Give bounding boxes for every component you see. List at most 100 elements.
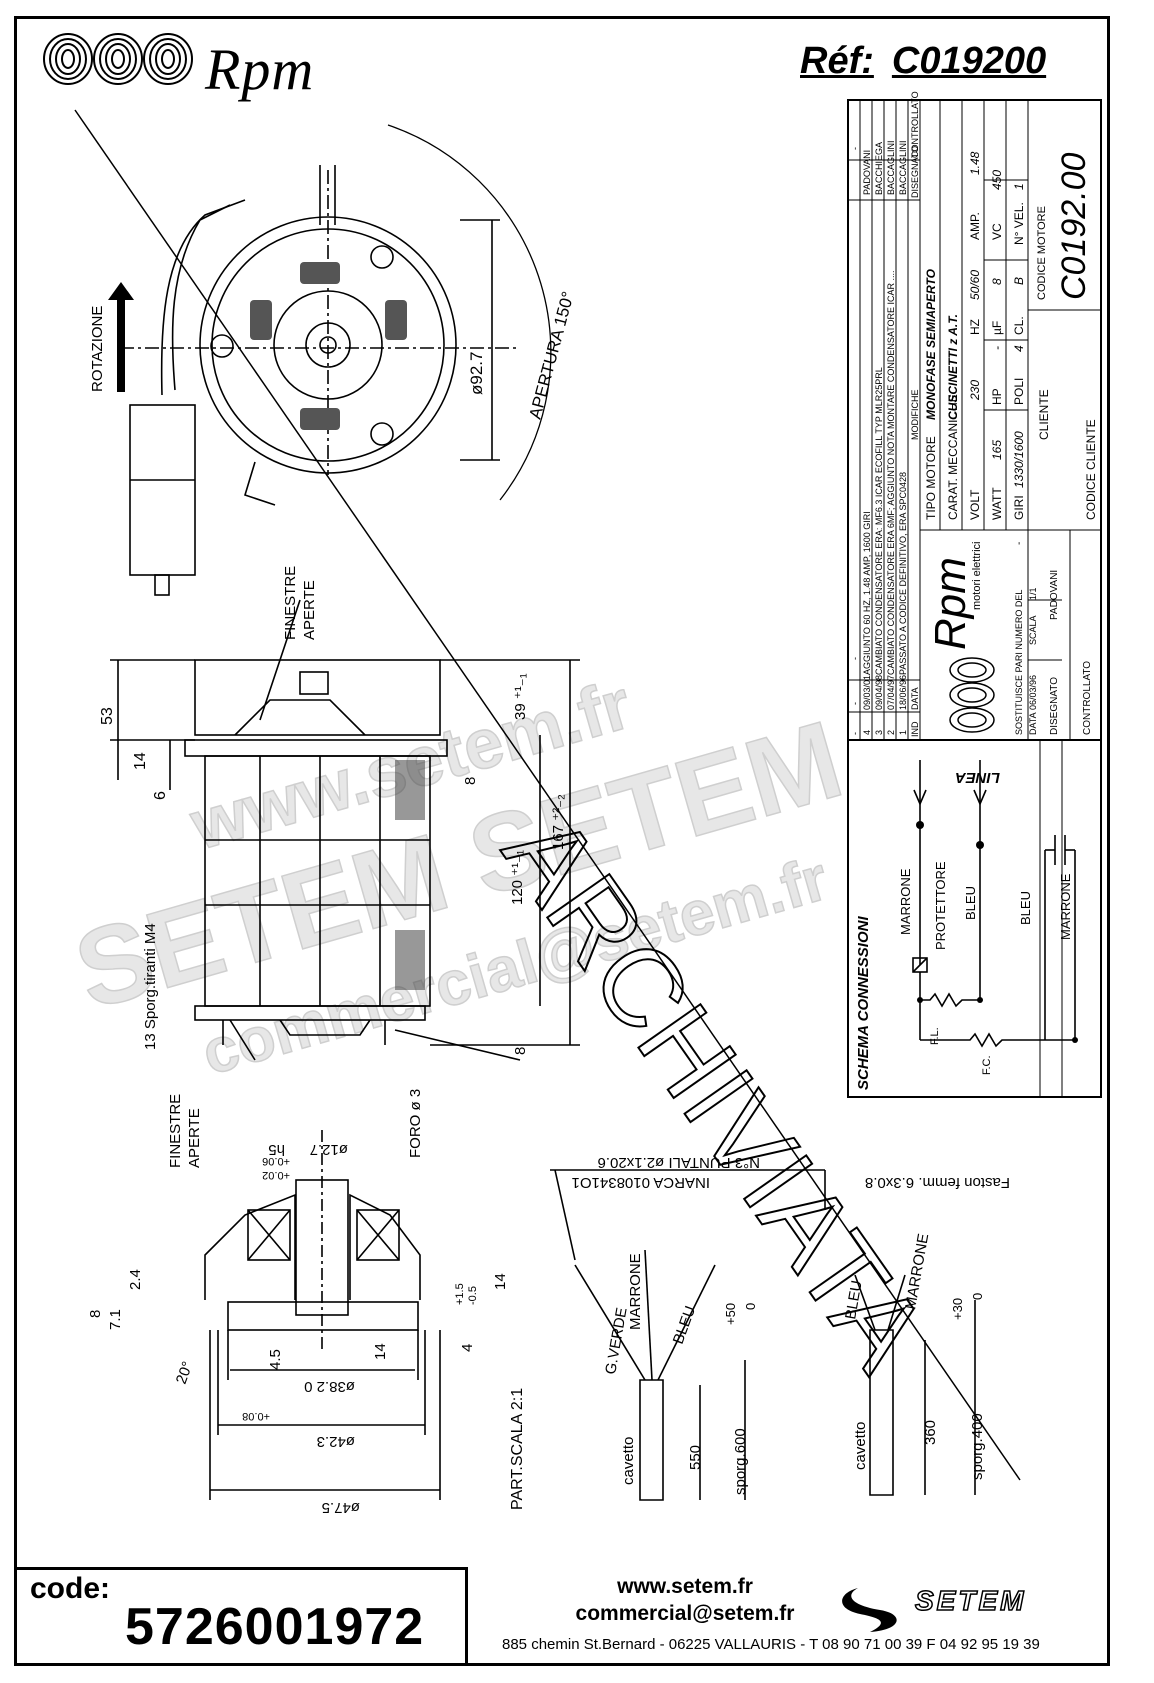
dim-d38-2: ø38.2 0 bbox=[304, 1378, 355, 1395]
dim-167: 167 ⁺²₋₂ bbox=[550, 794, 567, 850]
schema-bleu-1: BLEU bbox=[963, 886, 978, 920]
dim-7-1: 7.1 bbox=[107, 1309, 124, 1330]
title-coil-logo bbox=[949, 657, 995, 733]
rev-3-ind: 3 bbox=[874, 730, 884, 735]
signer-1: PADOVANI bbox=[862, 150, 872, 195]
spec-giri-value: 1330/1600 bbox=[1012, 431, 1026, 488]
reference-number: Réf:C019200 bbox=[800, 40, 1046, 83]
rev-4-date: 09/03/01 bbox=[862, 675, 872, 710]
aperture-label: APERTURA 150° bbox=[526, 289, 578, 421]
rev-header-date: DATA bbox=[910, 687, 920, 710]
spec-cl-value: B bbox=[1012, 277, 1026, 285]
rpm-coil-logo bbox=[43, 33, 193, 85]
schema-title: SCHEMA CONNESSIONI bbox=[855, 916, 872, 1090]
data-label: DATA bbox=[1028, 712, 1038, 735]
motor-front-view bbox=[120, 124, 552, 596]
data-value: 06/03/96 bbox=[1028, 675, 1038, 710]
dim-14-inner: 14 bbox=[372, 1343, 389, 1360]
disegnato-value: PADOVANI bbox=[1049, 570, 1060, 620]
schema-bleu-2: BLEU bbox=[1018, 891, 1033, 925]
dim-2-4: 2.4 bbox=[127, 1269, 144, 1290]
sporg-tiranti-label: 13 Sporg.tiranti M4 bbox=[142, 923, 159, 1050]
sostituisce-label: SOSTITUISCE PARI NUMERO DEL bbox=[1014, 590, 1024, 735]
cavetto-right: cavetto bbox=[852, 1422, 869, 1470]
codice-motore-value: C0192.00 bbox=[1055, 152, 1093, 300]
rev-3-date: 09/04/98 bbox=[874, 675, 884, 710]
spec-watt-value: 165 bbox=[990, 440, 1004, 460]
spec-poli-value: 4 bbox=[1012, 345, 1026, 352]
inarca-label: INARCA 0108341O1 bbox=[572, 1174, 710, 1191]
sporg-400: sporg.400 bbox=[969, 1413, 986, 1480]
title-rpm-logo: Rpm bbox=[926, 557, 975, 650]
codice-motore-label: CODICE MOTORE bbox=[1036, 206, 1048, 300]
dim-6: 6 bbox=[152, 791, 169, 800]
rev-1-date: 18/06/96 bbox=[898, 675, 908, 710]
spec-uf-label: µF bbox=[990, 321, 1004, 335]
ref-value: C019200 bbox=[891, 40, 1047, 82]
codice-cliente-label: CODICE CLIENTE bbox=[1084, 419, 1098, 520]
rev-3-desc: CAMBIATO CONDENSATORE ERA: MF6.3 ICAR EC… bbox=[874, 367, 884, 675]
dim-tol-008: +0.08 bbox=[242, 1410, 270, 1422]
part-scale-label: PART.SCALA 2:1 bbox=[509, 1388, 526, 1510]
wire-bleu-right: BLEU bbox=[842, 1279, 866, 1321]
spec-watt-label: WATT bbox=[990, 487, 1004, 520]
dim-4: 4 bbox=[459, 1344, 476, 1352]
rev-2-date: 07/04/97 bbox=[886, 675, 896, 710]
controllato-label: CONTROLLATO bbox=[1082, 661, 1093, 735]
spec-hp-label: HP bbox=[990, 388, 1004, 405]
wire-bleu-left: BLEU bbox=[670, 1304, 699, 1347]
signer-3: BACCAGLINI bbox=[886, 140, 896, 195]
rev-0-ind: - bbox=[850, 732, 860, 735]
tol-plus50: +50 bbox=[723, 1303, 738, 1325]
spec-amp-value: 1.48 bbox=[968, 151, 982, 175]
nr-puntali-label: N°3 PUNTALI ø2.1x20.6 bbox=[598, 1154, 760, 1171]
spec-nvel-value: 1 bbox=[1012, 183, 1026, 190]
tol-0-right: 0 bbox=[970, 1293, 985, 1300]
spec-nvel-label: N° VEL. bbox=[1012, 202, 1026, 245]
spec-vc-label: VC bbox=[990, 223, 1004, 240]
dim-550: 550 bbox=[687, 1445, 704, 1470]
rev-0-date: - bbox=[850, 702, 860, 705]
dim-53: 53 bbox=[99, 707, 116, 725]
motor-side-view bbox=[110, 599, 580, 1061]
dim-14-right: 14 bbox=[492, 1273, 509, 1290]
side-winding bbox=[395, 760, 425, 990]
website-link[interactable]: www.setem.fr bbox=[617, 1575, 753, 1598]
rev-1-ind: 1 bbox=[898, 730, 908, 735]
dim-360: 360 bbox=[922, 1420, 939, 1445]
tol-plus30: +30 bbox=[950, 1298, 965, 1320]
wire-marrone-left: MARRONE bbox=[627, 1253, 644, 1330]
front-vents bbox=[250, 262, 407, 430]
scala-label: SCALA bbox=[1028, 615, 1038, 645]
rev-1-desc: PASSATO A CODICE DEFINITIVO, ERA SPC0428 bbox=[898, 472, 908, 675]
dim-39: 39 ⁺¹₋₁ bbox=[512, 673, 529, 720]
schema-marrone-1: MARRONE bbox=[898, 868, 913, 935]
finestre-aperte-bottom-2: APERTE bbox=[186, 1108, 203, 1168]
rev-header-ind: IND bbox=[910, 721, 920, 737]
spec-giri-label: GIRI bbox=[1012, 495, 1026, 520]
signer-2: BACCHIEGA bbox=[874, 142, 884, 195]
setem-logo: SETEM bbox=[914, 1584, 1027, 1617]
finestre-aperte-bottom-1: FINESTRE bbox=[167, 1094, 184, 1168]
signer-4: BACCAGLINI bbox=[898, 140, 908, 195]
cancel-line bbox=[74, 109, 1021, 1481]
dim-4-5: 4.5 bbox=[267, 1349, 284, 1370]
dim-tol-minus05: -0.5 bbox=[467, 1286, 479, 1305]
schema-linea: LINEA bbox=[955, 769, 1000, 786]
email-link[interactable]: commercial@setem.fr bbox=[575, 1602, 795, 1625]
dim-120: 120 ⁺¹₋₁ bbox=[509, 850, 526, 905]
schema-connessioni: SCHEMA CONNESSIONI LINEA MARRONE PROTETT bbox=[847, 739, 1102, 1098]
dim-d42-3: ø42.3 bbox=[317, 1433, 355, 1450]
dim-14: 14 bbox=[132, 752, 149, 770]
signer-0: - bbox=[850, 147, 860, 150]
code-label: code: bbox=[30, 1572, 111, 1605]
schema-fl: F.L. bbox=[929, 1027, 941, 1045]
dim-8-bottom: 8 bbox=[512, 1047, 529, 1055]
spec-cl-label: CL. bbox=[1012, 316, 1026, 335]
spec-hz-value: 50/60 bbox=[968, 270, 982, 300]
spec-poli-label: POLI bbox=[1012, 378, 1026, 405]
dim-20-deg: 20° bbox=[173, 1359, 197, 1386]
dim-8-top: 8 bbox=[462, 777, 479, 785]
dim-h5: h5 bbox=[268, 1141, 285, 1158]
